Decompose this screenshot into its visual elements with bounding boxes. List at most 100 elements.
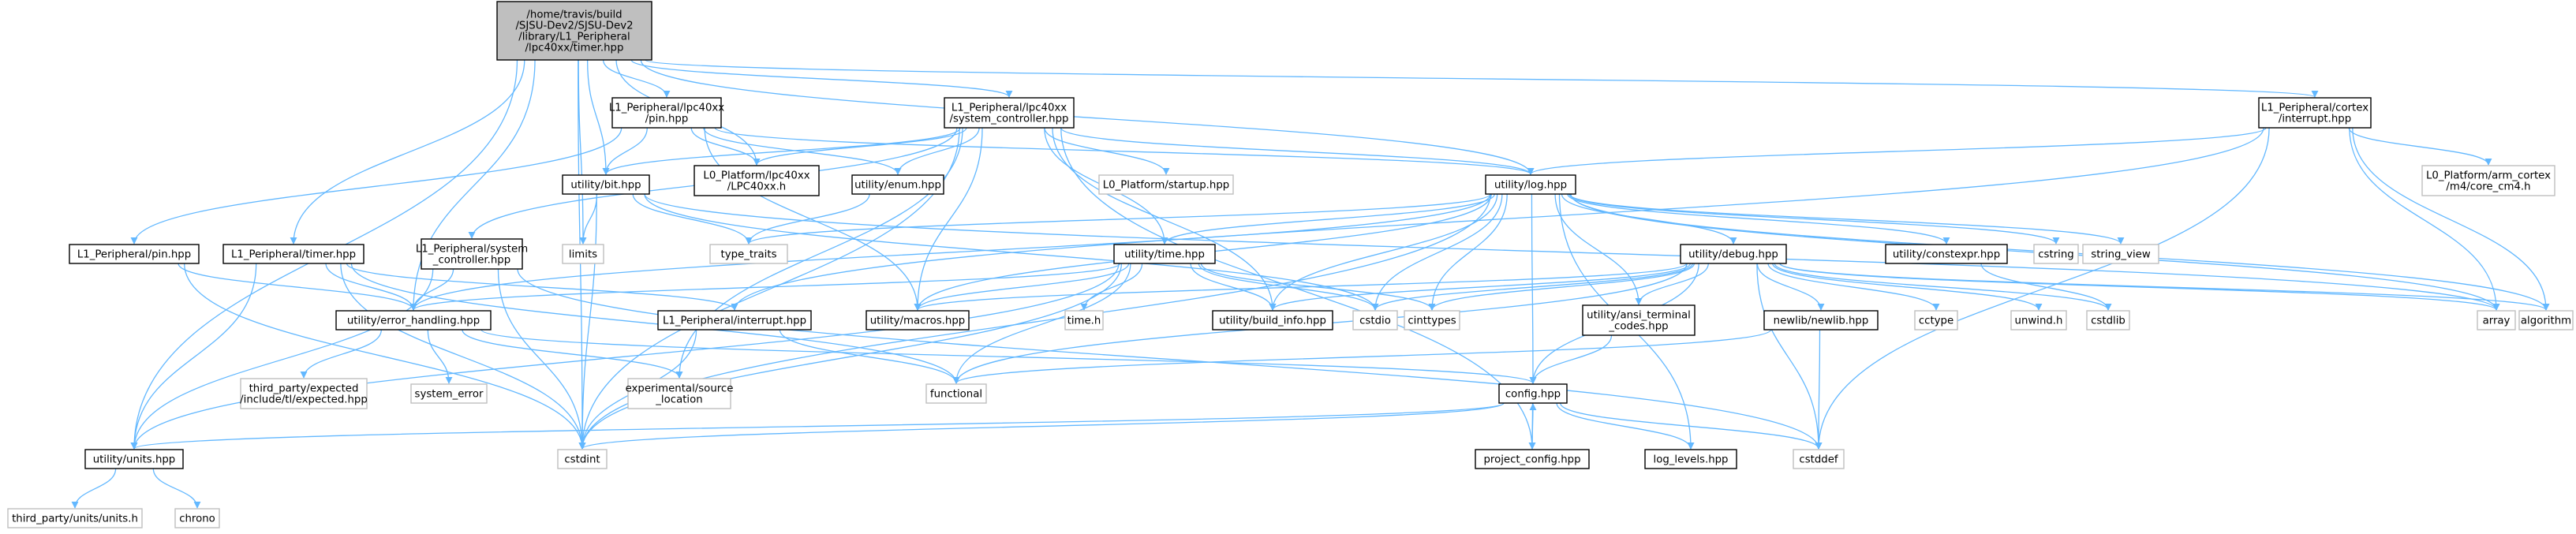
- node-l1int[interactable]: L1_Peripheral/interrupt.hpp: [657, 310, 812, 330]
- node-label-line: L1_Peripheral/timer.hpp: [231, 249, 356, 261]
- node-label-line: /library/L1_Peripheral: [518, 32, 630, 43]
- node-project-config[interactable]: project_config.hpp: [1475, 449, 1590, 469]
- node-l1pin[interactable]: L1_Peripheral/pin.hpp: [69, 244, 200, 264]
- node-config[interactable]: config.hpp: [1498, 383, 1568, 404]
- node-box: [1914, 310, 1958, 330]
- node-label-line: L1_Peripheral/lpc40xx: [609, 103, 724, 114]
- node-lpc40xx-h[interactable]: L0_Platform/lpc40xx/LPC40xx.h: [694, 165, 820, 196]
- edge-error-to-system_error: [427, 329, 453, 384]
- edge-log-to-cstdio: [1371, 193, 1503, 311]
- edge-line: [71, 468, 117, 509]
- node-l1timer[interactable]: L1_Peripheral/timer.hpp: [222, 244, 365, 264]
- node-build-info[interactable]: utility/build_info.hpp: [1212, 310, 1333, 330]
- edge-line: [1052, 127, 1277, 311]
- node-label-line: utility/enum.hpp: [854, 180, 941, 192]
- node-box: [2033, 244, 2079, 264]
- node-time[interactable]: utility/time.hpp: [1113, 244, 1216, 264]
- edge-line: [409, 193, 1491, 311]
- node-cortex-int[interactable]: L1_Peripheral/cortex/interrupt.hpp: [2258, 97, 2372, 129]
- edge-sysctl-to-lpc40xx_h: [753, 127, 967, 166]
- node-units[interactable]: utility/units.hpp: [84, 449, 184, 469]
- node-error[interactable]: utility/error_handling.hpp: [335, 310, 492, 330]
- node-pin-hpp[interactable]: L1_Peripheral/lpc40xx/pin.hpp: [609, 97, 724, 129]
- edge-error-to-exp_src: [462, 329, 683, 379]
- node-root: /home/travis/build/SJSU-Dev2/SJSU-Dev2/l…: [496, 1, 652, 61]
- edge-line: [640, 59, 1535, 175]
- edge-time-to-cstdint: [578, 263, 1123, 450]
- node-box: [562, 244, 604, 264]
- node-label-line: L1_Peripheral/system: [416, 244, 528, 256]
- edge-log-to-string_view: [1568, 193, 2125, 245]
- node-label-line: limits: [569, 249, 597, 261]
- node-constexpr[interactable]: utility/constexpr.hpp: [1885, 244, 2008, 264]
- node-box: [2421, 165, 2555, 196]
- edge-pin_hpp-to-bit: [602, 127, 648, 175]
- node-label-line: /system_controller.hpp: [950, 114, 1069, 125]
- node-newlib[interactable]: newlib/newlib.hpp: [1763, 310, 1879, 330]
- node-box: [69, 244, 200, 264]
- node-box: [1404, 310, 1460, 330]
- edge-l1sysctl-to-cstdint: [497, 268, 586, 450]
- edge-line: [1060, 127, 1535, 175]
- edge-bit-to-type_traits: [632, 193, 753, 245]
- node-timeh: time.h: [1064, 310, 1104, 330]
- edge-cortex_int-to-log: [1527, 127, 2267, 175]
- node-sysctl[interactable]: L1_Peripheral/lpc40xx/system_controller.…: [944, 97, 1075, 129]
- edge-line: [578, 402, 1505, 450]
- edge-line: [1980, 263, 2112, 311]
- node-label-line: newlib/newlib.hpp: [1774, 316, 1869, 327]
- edge-log-to-cstring: [1568, 193, 2060, 245]
- edge-line: [300, 329, 382, 379]
- node-bit[interactable]: utility/bit.hpp: [562, 174, 650, 195]
- edge-debug-to-cinttypes: [1428, 263, 1696, 311]
- edge-config-to-log_levels: [1556, 402, 1695, 450]
- edge-line: [340, 263, 586, 450]
- node-label-line: functional: [930, 389, 982, 401]
- node-box: [2010, 310, 2067, 330]
- node-startup: L0_Platform/startup.hpp: [1098, 174, 1234, 195]
- edge-line: [675, 127, 963, 379]
- edge-units-to-chrono: [152, 468, 201, 509]
- edge-l1pin-to-error: [178, 263, 417, 311]
- node-system-error: system_error: [410, 383, 488, 404]
- node-l1sysctl[interactable]: L1_Peripheral/system_controller.hpp: [416, 238, 528, 270]
- node-box: [1644, 449, 1737, 469]
- node-enum[interactable]: utility/enum.hpp: [851, 174, 944, 195]
- node-label-line: utility/time.hpp: [1124, 249, 1205, 261]
- edge-line: [346, 263, 738, 311]
- node-box: [1212, 310, 1333, 330]
- node-macros[interactable]: utility/macros.hpp: [866, 310, 970, 330]
- edge-root-to-log: [640, 59, 1535, 175]
- node-log-levels[interactable]: log_levels.hpp: [1644, 449, 1737, 469]
- edge-l1sysctl-to-units: [130, 268, 434, 450]
- edge-line: [130, 263, 1120, 450]
- edge-line: [645, 59, 2318, 98]
- node-box: [1064, 310, 1104, 330]
- edge-l1timer-to-functional: [350, 263, 960, 384]
- edge-sysctl-to-enum: [894, 127, 980, 175]
- edge-cortex_int-to-core_cm4: [2348, 127, 2492, 166]
- edge-log-to-error: [409, 193, 1491, 311]
- node-layer: /home/travis/build/SJSU-Dev2/SJSU-Dev2/l…: [7, 1, 2574, 528]
- node-label-line: utility/error_handling.hpp: [347, 316, 480, 327]
- node-debug[interactable]: utility/debug.hpp: [1680, 244, 1787, 264]
- node-box: [1098, 174, 1234, 195]
- edge-line: [1527, 127, 2267, 175]
- node-box: [496, 1, 652, 61]
- node-label-line: third_party/expected: [249, 383, 359, 395]
- edge-l1timer-to-error: [325, 263, 417, 311]
- node-chrono: chrono: [174, 508, 220, 528]
- edge-line: [1815, 127, 2270, 450]
- edge-line: [586, 59, 610, 175]
- node-ansi[interactable]: utility/ansi_terminal_codes.hpp: [1582, 304, 1696, 336]
- edge-time-to-timeh: [1080, 263, 1143, 311]
- edge-line: [894, 127, 980, 175]
- node-label-line: system_error: [415, 389, 484, 401]
- edge-line: [1529, 403, 1537, 450]
- edge-line: [1190, 263, 1277, 311]
- node-label-line: type_traits: [720, 249, 776, 261]
- node-unwind: unwind.h: [2010, 310, 2067, 330]
- node-log[interactable]: utility/log.hpp: [1485, 174, 1576, 195]
- edge-root-to-cortex_int: [645, 59, 2318, 98]
- node-label-line: experimental/source: [626, 383, 734, 395]
